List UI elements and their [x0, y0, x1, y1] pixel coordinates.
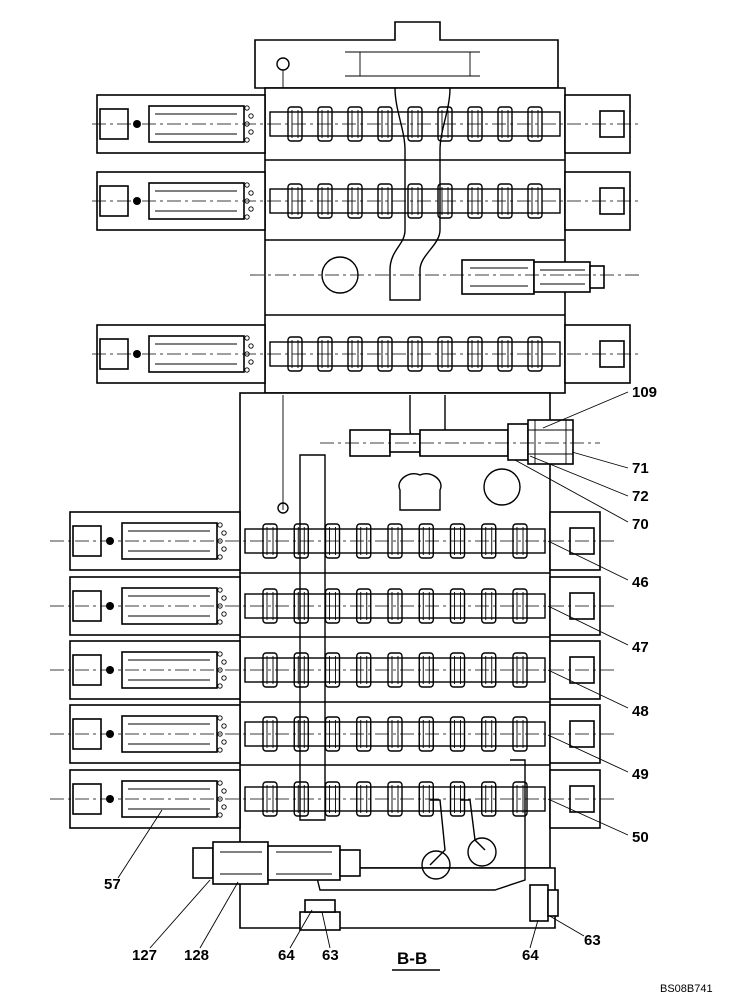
leader-lines [117, 391, 629, 949]
callout-48: 48 [632, 703, 649, 720]
drawing-code: BS08B741 [660, 983, 713, 995]
callouts: 109 71 72 70 46 47 48 49 50 57 127 128 6… [104, 384, 713, 995]
callout-71: 71 [632, 460, 649, 477]
callout-50: 50 [632, 829, 649, 846]
callout-63-left: 63 [322, 947, 339, 964]
lower-housing [239, 392, 551, 869]
callout-46: 46 [632, 574, 649, 591]
callout-64-left: 64 [278, 947, 295, 964]
callout-70: 70 [632, 516, 649, 533]
spool-group [50, 105, 640, 818]
top-cap [254, 21, 559, 89]
callout-128: 128 [184, 947, 209, 964]
callout-47: 47 [632, 639, 649, 656]
callout-72: 72 [632, 488, 649, 505]
callout-49: 49 [632, 766, 649, 783]
callout-64-right: 64 [522, 947, 539, 964]
callout-127: 127 [132, 947, 157, 964]
callout-57: 57 [104, 876, 121, 893]
callout-109: 109 [632, 384, 657, 401]
section-label: B-B [397, 949, 427, 968]
callout-63-right: 63 [584, 932, 601, 949]
